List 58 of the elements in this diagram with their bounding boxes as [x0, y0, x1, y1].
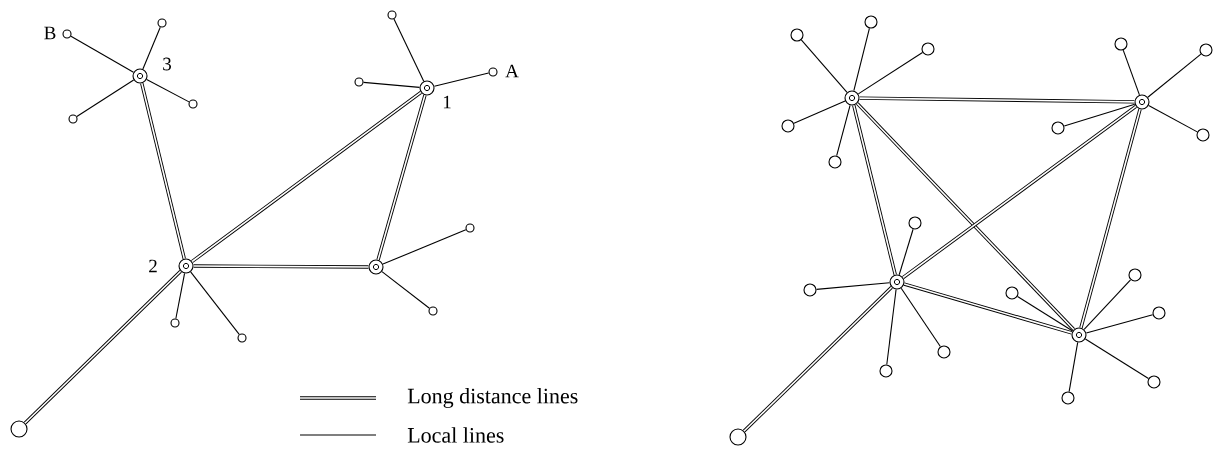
connector-line [902, 105, 1137, 279]
hub-circle [844, 90, 860, 106]
connector-line [70, 35, 134, 73]
connector-line [857, 52, 924, 95]
node-label: 1 [443, 95, 451, 109]
connector-line [381, 271, 430, 309]
node-circle [10, 420, 28, 438]
connector-line [858, 96, 1136, 104]
connector-line [146, 78, 190, 103]
connector-line [382, 229, 467, 265]
hub-circle [132, 68, 148, 84]
connector-line [433, 72, 490, 87]
connector-line [1148, 105, 1198, 133]
connector-line [836, 104, 851, 157]
connector-line [900, 287, 941, 348]
connector-line [1122, 49, 1140, 96]
connector-line [903, 282, 1073, 335]
connector-line [76, 79, 135, 118]
connector-line [175, 272, 186, 320]
hub-circle [1071, 327, 1087, 343]
connector-line [191, 91, 422, 263]
connector-line [815, 282, 891, 290]
hub-circle [178, 258, 194, 274]
connector-line [856, 102, 1075, 331]
connector-line [363, 81, 421, 88]
connector-line [140, 82, 186, 260]
connector-line [1079, 108, 1142, 329]
connector-line [886, 288, 897, 366]
connector-line [142, 26, 161, 70]
connector-line [1063, 103, 1136, 127]
connector-line [853, 27, 870, 92]
hub-circle [368, 259, 384, 275]
connector-line [23, 270, 182, 425]
node-label: A [505, 64, 519, 78]
hub-circle [419, 80, 435, 96]
connector-line [793, 100, 846, 124]
node-label: B [44, 26, 56, 40]
node-label: 3 [163, 57, 171, 71]
connector-line [1085, 314, 1154, 334]
hub-circle [889, 274, 905, 290]
hub-circle [1134, 94, 1150, 110]
node-circle [729, 428, 747, 446]
connector-line [1068, 341, 1079, 393]
connector-line [1147, 53, 1202, 98]
node-label: 2 [149, 259, 157, 273]
legend-label: Local lines [407, 427, 504, 443]
connector-line [192, 264, 370, 269]
connector-line [800, 39, 848, 93]
connector-line [852, 104, 897, 276]
connector-line [1017, 295, 1074, 332]
connector-line [898, 228, 914, 276]
legend-label: Long distance lines [407, 388, 578, 408]
connector-line [1083, 279, 1132, 331]
connector-line [393, 18, 425, 82]
connector-line [1084, 338, 1149, 380]
connector-line [190, 271, 240, 335]
connector-line [742, 286, 893, 433]
connector-line [376, 94, 427, 261]
